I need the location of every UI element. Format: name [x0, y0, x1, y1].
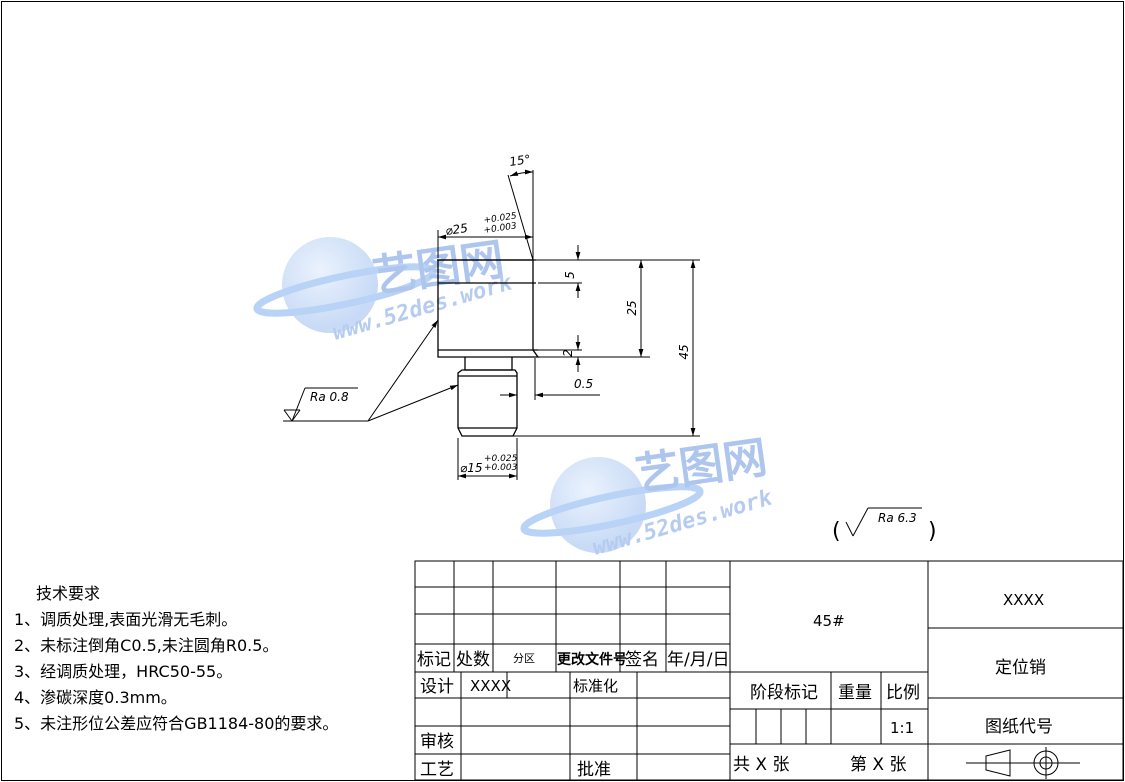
tb-count: 处数 — [456, 650, 490, 670]
len-0-5-label: 0.5 — [574, 377, 593, 391]
dia15-dimension — [457, 438, 518, 480]
dia25-tol-upper: +0.025 — [483, 211, 518, 226]
tb-sheet-no: 第 X 张 — [850, 755, 906, 775]
dia15-tol-lower: +0.003 — [484, 463, 518, 473]
title-block-grid — [414, 560, 1124, 781]
tb-designer: XXXX — [470, 677, 511, 695]
len-45-label: 45 — [677, 344, 691, 359]
tb-stage-mark: 阶段标记 — [750, 683, 818, 703]
tb-part-name: 定位销 — [995, 658, 1046, 678]
roughness-close-paren: ) — [928, 519, 937, 544]
dia25-tol-lower: +0.003 — [483, 221, 518, 236]
tb-review: 审核 — [420, 732, 454, 752]
len-5-label: 5 — [563, 271, 577, 279]
len-2-label: 2 — [561, 349, 575, 357]
roughness-general-label: Ra 6.3 — [878, 511, 917, 525]
tb-sheets-total: 共 X 张 — [733, 755, 789, 775]
roughness-symbol-general — [845, 507, 922, 537]
tb-weight: 重量 — [838, 683, 872, 703]
tb-scale-label: 比例 — [886, 683, 920, 703]
tb-doc: 更改文件号 — [557, 651, 627, 668]
tb-material: 45# — [813, 612, 845, 630]
tb-scale: 1:1 — [890, 719, 914, 737]
roughness-symbol-local — [283, 319, 459, 422]
tb-approve: 批准 — [577, 760, 611, 780]
tech-item-1: 1、调质处理,表面光滑无毛刺。 — [14, 610, 238, 629]
roughness-open-paren: ( — [832, 519, 841, 544]
tb-standardize: 标准化 — [573, 677, 618, 695]
dia15-tol-upper: +0.025 — [484, 454, 518, 464]
tech-requirements-title: 技术要求 — [36, 584, 101, 603]
watermark-logo-2: 艺图网 www.52des.work — [520, 432, 776, 561]
len-25-label: 25 — [625, 300, 639, 315]
tb-design: 设计 — [420, 677, 454, 697]
tb-process: 工艺 — [420, 760, 454, 780]
tb-sign: 签名 — [625, 650, 659, 670]
tb-company: XXXX — [1003, 591, 1044, 609]
dia25-dimension — [437, 230, 534, 258]
tech-item-3: 3、经调质处理，HRC50-55。 — [14, 662, 233, 681]
tech-item-4: 4、渗碳深度0.3mm。 — [14, 688, 177, 707]
dia25-value: ⌀25 — [444, 221, 468, 238]
tb-date: 年/月/日 — [667, 650, 729, 670]
vertical-dimensions — [500, 245, 700, 437]
roughness-local-label: Ra 0.8 — [310, 390, 349, 404]
dia15-value: ⌀15 — [460, 461, 483, 475]
watermark-logo-1: 艺图网 www.52des.work — [253, 234, 516, 346]
projection-symbol — [966, 747, 1080, 779]
tech-requirements: 技术要求 1、调质处理,表面光滑无毛刺。 2、未标注倒角C0.5,未注圆角R0.… — [14, 581, 338, 737]
tb-mark: 标记 — [417, 650, 451, 670]
tech-item-5: 5、未注形位公差应符合GB1184-80的要求。 — [14, 714, 339, 733]
tb-drawing-no: 图纸代号 — [985, 717, 1053, 737]
angle-label: 15° — [508, 152, 531, 169]
tech-item-2: 2、未标注倒角C0.5,未注圆角R0.5。 — [14, 636, 279, 655]
tb-zone: 分区 — [513, 652, 535, 665]
